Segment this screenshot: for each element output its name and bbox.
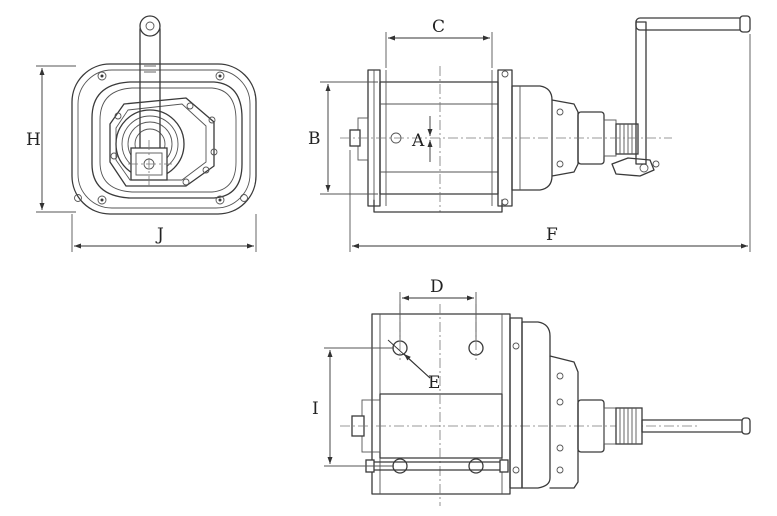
dimension-label-c: C <box>432 17 445 37</box>
front-view: H J <box>26 15 257 252</box>
dimension-label-d: D <box>430 277 444 297</box>
dimension-label-j: J <box>155 225 164 245</box>
dimension-label-e: E <box>428 373 440 393</box>
dimension-label-b: B <box>308 129 321 149</box>
side-view: C B A F <box>308 15 751 252</box>
dimension-label-f: F <box>546 225 558 245</box>
top-view: D E I <box>312 277 751 506</box>
dimension-label-h: H <box>26 130 41 150</box>
dimension-label-a: A <box>411 131 425 151</box>
dimension-label-i: I <box>312 399 319 419</box>
